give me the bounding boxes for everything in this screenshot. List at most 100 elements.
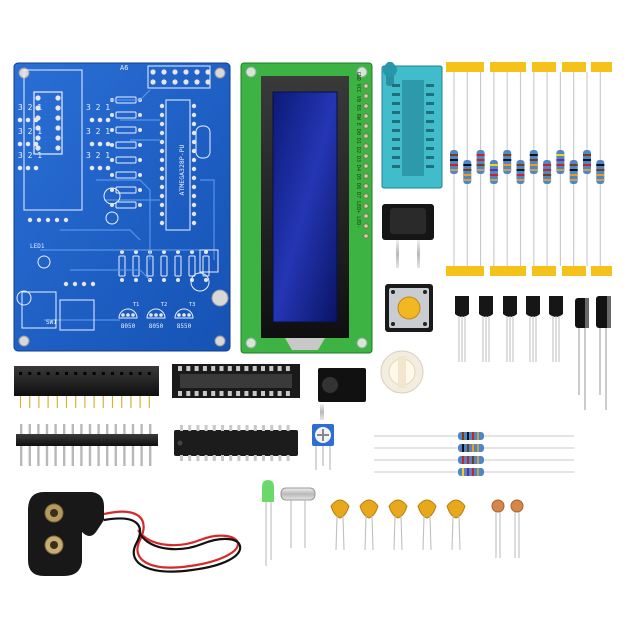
header-pin [28, 446, 31, 466]
resistor-band [503, 169, 512, 171]
zif-slot [426, 129, 434, 132]
chip-leg [204, 455, 208, 461]
pad [35, 145, 41, 151]
cap-lead [393, 515, 396, 551]
socket-contact [285, 366, 290, 371]
chip-leg [278, 455, 282, 461]
resistor-body [458, 444, 484, 452]
pad [89, 141, 95, 147]
transistor-outline [118, 308, 138, 319]
chip-leg [196, 455, 200, 461]
resistor-band [529, 164, 538, 166]
pcb-traces [40, 89, 215, 321]
pad [110, 143, 114, 147]
resistor-band [556, 159, 565, 161]
pad [159, 130, 165, 136]
pad [63, 281, 69, 287]
header-pin [131, 446, 135, 466]
resistor-band [462, 444, 464, 452]
svg-text:3 2 1: 3 2 1 [18, 103, 42, 112]
socket-contact [236, 391, 241, 396]
dc-jack [318, 368, 366, 420]
tape-strip [490, 266, 526, 276]
pad [205, 69, 211, 75]
header-socket [46, 372, 50, 375]
zif-slot [392, 120, 400, 123]
cap-lead [422, 515, 425, 551]
header-pin [63, 446, 66, 466]
lcd-pin [363, 123, 369, 129]
tape-strip [532, 266, 556, 276]
pad [25, 117, 31, 123]
pad [204, 250, 208, 254]
lcd-pin [363, 173, 369, 179]
chip-leg [180, 425, 183, 431]
lcd-pin [363, 83, 369, 89]
socket-contact [244, 366, 249, 371]
transistor-label: T3 [189, 302, 196, 308]
header-pin [63, 424, 66, 434]
header-pin [80, 446, 83, 466]
resistor-outline [118, 255, 126, 277]
socket-contact [269, 366, 274, 371]
pad [159, 166, 165, 172]
zif-slots [392, 84, 434, 168]
socket-contact [194, 366, 199, 371]
pad [190, 250, 194, 254]
pad [138, 128, 142, 132]
resistor-band [462, 456, 464, 464]
socket-contact [252, 391, 257, 396]
socket-contact [219, 366, 224, 371]
pad [191, 211, 197, 217]
tape-strip [532, 62, 556, 72]
pad [159, 220, 165, 226]
resistor-band [450, 154, 458, 156]
pad [194, 79, 200, 85]
header-socket [65, 372, 68, 375]
chip-leg [212, 425, 216, 431]
lcd-pin-row [363, 83, 369, 239]
resistor-band [583, 169, 591, 171]
pad [205, 79, 211, 85]
pad [191, 175, 197, 181]
main-pcb: 3 2 1 3 2 1 3 2 1 3 2 1 3 2 1 3 2 1 A6 A… [13, 62, 231, 352]
pad [172, 79, 178, 85]
header-socket [111, 372, 114, 375]
resistor-outline [188, 255, 196, 277]
lcd-module: GND VCC V0 RS RW E D0 D1 D2 D3 D4 D5 D6 … [240, 62, 373, 354]
pad [25, 165, 31, 171]
header-pin [45, 446, 49, 466]
resistor-band [462, 432, 464, 440]
transistor-label: T2 [161, 302, 168, 308]
lcd-pin [363, 233, 369, 239]
pad [55, 145, 61, 151]
resistor-band [569, 164, 578, 166]
pad [97, 117, 103, 123]
female-header [14, 366, 159, 408]
rocker-switch [382, 204, 434, 268]
row-label: 3 2 1 [86, 151, 110, 160]
pad [159, 184, 165, 190]
misc-pads [27, 217, 96, 287]
transistor-body [455, 296, 469, 317]
pad [177, 313, 181, 317]
resistor-body [458, 456, 484, 464]
pad [120, 250, 124, 254]
socket-contact [219, 391, 224, 396]
resistor-body [458, 468, 484, 476]
header-pin [106, 446, 109, 466]
header-socket [120, 372, 124, 375]
pad [154, 313, 158, 317]
pad [191, 184, 197, 190]
chip-pads [159, 103, 197, 226]
pad [138, 173, 142, 177]
cap-lead [342, 515, 345, 551]
zif-slot [392, 93, 400, 96]
socket-contact [202, 391, 207, 396]
resistor-band [472, 456, 474, 464]
pad [159, 313, 163, 317]
chip-label: ATMEGA328P-PU [178, 144, 186, 195]
green-led [262, 480, 274, 566]
pad [159, 193, 165, 199]
